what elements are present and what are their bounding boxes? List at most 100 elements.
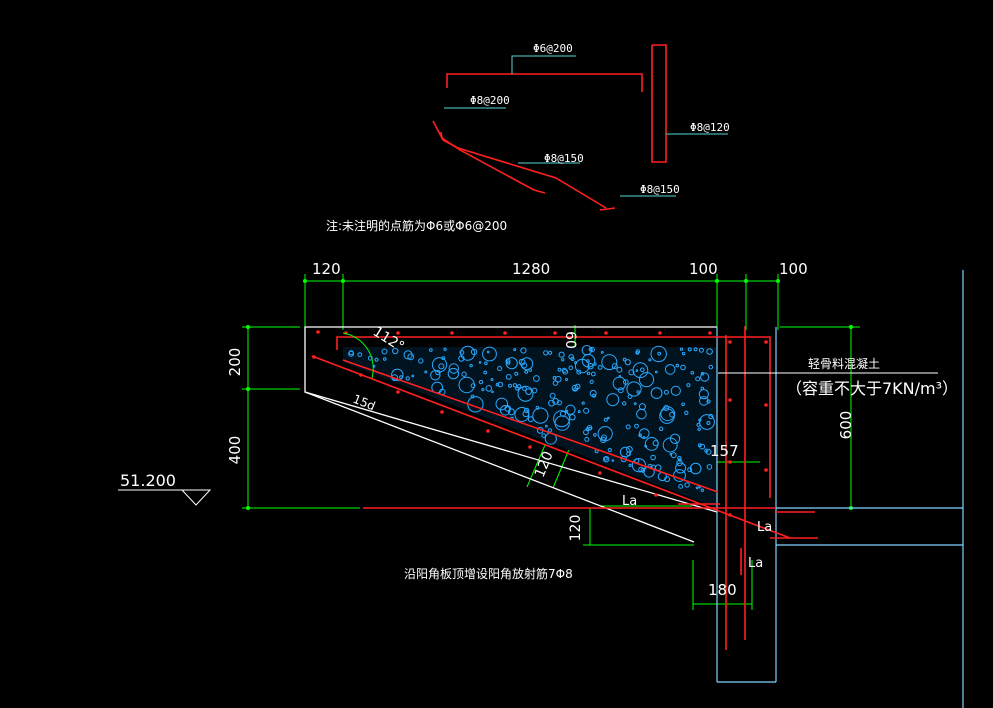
angle-arc xyxy=(342,332,374,379)
aggregate-bubble xyxy=(527,416,534,423)
aggregate-bubble xyxy=(535,405,540,410)
aggregate-bubble xyxy=(470,394,475,399)
aggregate-bubble xyxy=(431,357,448,373)
aggregate-bubble xyxy=(499,405,511,416)
aggregate-bubble xyxy=(460,345,476,361)
aggregate-bubble xyxy=(565,404,576,415)
aggregate-bubble xyxy=(587,363,594,370)
aggregate-bubble xyxy=(435,369,441,376)
aggregate-bubble xyxy=(552,398,559,405)
aggregate-bubble xyxy=(698,389,709,400)
aggregate-bubble xyxy=(652,440,659,447)
aggregate-bubble xyxy=(597,426,613,442)
aggregate-bubble xyxy=(663,405,670,411)
aggregate-bubble xyxy=(611,363,618,370)
aggregate-bubble xyxy=(681,351,686,356)
aggregate-bubble xyxy=(383,357,387,361)
aggregate-bubble xyxy=(490,378,494,381)
aggregate-bubble xyxy=(622,401,627,406)
leader-top-transverse xyxy=(511,55,576,74)
aggregate-bubble xyxy=(583,407,590,414)
aggregate-bubble xyxy=(381,348,388,355)
aggregate-bubble xyxy=(491,390,494,394)
aggregate-bubble xyxy=(561,367,567,373)
aggregate-bubble xyxy=(699,396,709,406)
aggregate-bubble xyxy=(549,392,556,399)
aggregate-bubble xyxy=(591,393,597,398)
aggregate-bubble xyxy=(573,387,577,391)
aggregate-bubble xyxy=(374,357,379,362)
aggregate-bubble xyxy=(486,350,490,354)
aggregate-bubble xyxy=(576,369,582,375)
aggregate-bubble xyxy=(357,352,363,358)
aggregate-bubble xyxy=(577,410,581,414)
aggregate-bubble xyxy=(524,370,529,374)
aggregate-bubble xyxy=(675,462,687,474)
aggregate-bubble xyxy=(648,358,652,362)
aggregate-bubble xyxy=(684,410,689,415)
aggregate-bubble xyxy=(568,354,575,360)
aggregate-bubble xyxy=(622,357,627,362)
aggregate-bubble xyxy=(392,347,399,355)
aggregate-bubble xyxy=(687,467,693,473)
aggregate-bubble xyxy=(508,383,512,388)
aggregate-bubble xyxy=(447,367,460,380)
aggregate-bubble xyxy=(611,459,615,462)
aggregate-bubble xyxy=(568,365,574,371)
aggregate-bubble xyxy=(589,346,595,353)
aggregate-bubble xyxy=(600,351,604,354)
aggregate-bubble xyxy=(607,447,612,453)
aggregate-bubble xyxy=(458,376,475,394)
label-wall-vertical: Φ8@120 xyxy=(690,121,730,134)
aggregate-bubble xyxy=(470,383,476,389)
dim-left-200: 200 xyxy=(226,348,244,377)
label-top-transverse: Φ6@200 xyxy=(533,42,573,55)
aggregate-bubble xyxy=(625,424,631,430)
aggregate-bubble xyxy=(698,418,702,422)
aggregate-bubble xyxy=(628,463,632,467)
aggregate-bubble xyxy=(593,433,597,437)
elevation-mark: 51.200 xyxy=(118,471,212,506)
dim-lower-offset: 120 xyxy=(568,515,584,542)
aggregate-bubble xyxy=(643,466,655,478)
aggregate-bubble xyxy=(541,433,547,438)
aggregate-bubble xyxy=(631,458,647,473)
aggregate-bubble xyxy=(670,385,681,396)
aggregate-bubble xyxy=(556,400,563,406)
wall-column xyxy=(716,270,964,708)
aggregate-bubble xyxy=(512,383,518,388)
aggregate-bubble xyxy=(699,414,715,430)
aggregate-bubble xyxy=(574,358,590,374)
aggregate-bubble xyxy=(589,379,594,384)
aggregate-bubble xyxy=(618,375,622,378)
aggregate-bubble xyxy=(700,372,710,382)
aggregate-bubble xyxy=(706,421,711,425)
aggregate-bubble xyxy=(634,423,639,429)
aggregate-bubble xyxy=(700,488,704,492)
aggregate-bubble xyxy=(673,469,686,482)
aggregate-bubble xyxy=(588,426,592,431)
aggregate-bubble xyxy=(603,417,608,422)
aggregate-bubble xyxy=(506,360,511,365)
aggregate-bubble xyxy=(586,371,591,376)
aggregate-bubble xyxy=(700,372,705,376)
aggregate-bubble xyxy=(533,375,540,382)
aggregate-bubble xyxy=(684,482,690,488)
aggregate-bubble xyxy=(482,346,497,362)
aggregate-bubble xyxy=(557,367,562,372)
label-top-bar: Φ8@200 xyxy=(470,94,510,107)
fill-label-line1: 轻骨料混凝土 xyxy=(808,356,880,371)
aggregate-bubble xyxy=(686,383,691,388)
aggregate-bubble xyxy=(679,347,684,351)
aggregate-bubble xyxy=(628,369,635,376)
aggregate-bubble xyxy=(514,371,519,376)
slope-bar-lower xyxy=(440,131,546,194)
aggregate-bubble xyxy=(403,350,413,360)
aggregate-bubble xyxy=(650,454,656,461)
aggregate-bubble xyxy=(548,350,553,355)
aggregate-bubble xyxy=(695,486,699,490)
dim-la-2: La xyxy=(757,520,772,535)
aggregate-bubble xyxy=(581,401,585,405)
aggregate-bubble xyxy=(590,371,596,377)
aggregate-bubble xyxy=(407,353,415,361)
